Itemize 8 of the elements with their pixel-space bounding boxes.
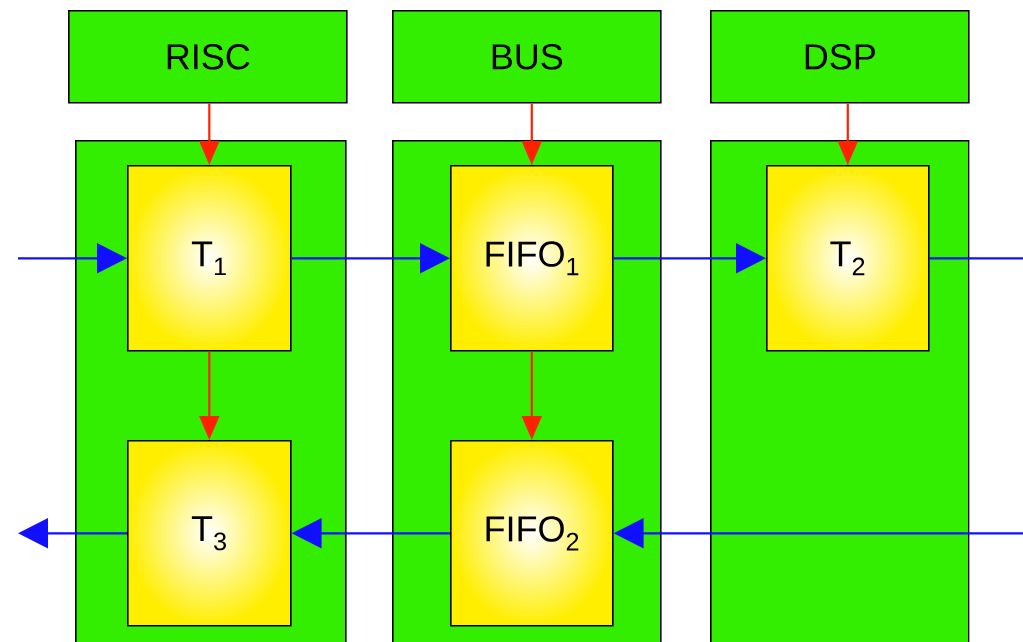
process-box: FIFO$_{2}$ bbox=[450, 440, 614, 627]
process-box: FIFO$_{1}$ bbox=[450, 165, 614, 352]
process-box: T$_{2}$ bbox=[766, 165, 930, 352]
process-box: T$_{1}$ bbox=[127, 165, 292, 352]
processor-box: RISC bbox=[68, 10, 348, 104]
process-box: T$_{3}$ bbox=[127, 440, 292, 627]
processor-box: BUS bbox=[392, 10, 662, 104]
processor-box: DSP bbox=[710, 10, 970, 104]
